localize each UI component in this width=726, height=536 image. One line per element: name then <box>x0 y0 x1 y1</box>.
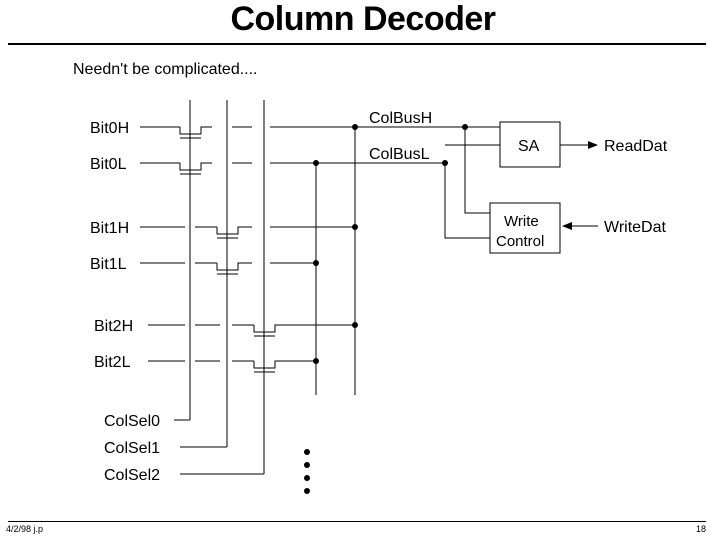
page-number: 18 <box>695 524 706 534</box>
colsel2-label: ColSel2 <box>104 467 160 484</box>
ellipsis-dot <box>304 462 310 468</box>
write-control-label-line1: Write <box>504 213 539 230</box>
junction-dot <box>313 160 319 166</box>
colsel0-label: ColSel0 <box>104 413 160 430</box>
bit1h-label: Bit1H <box>90 220 129 237</box>
colbush-label: ColBusH <box>369 110 432 127</box>
bit2h-label: Bit2H <box>94 318 133 335</box>
subtitle: Needn't be complicated.... <box>73 61 258 78</box>
write-control-box <box>489 202 561 254</box>
junction-dot <box>313 260 319 266</box>
ellipsis-dot <box>304 488 310 494</box>
writedat-arrow-icon <box>562 222 572 230</box>
junction-dot <box>352 224 358 230</box>
bit0h-label: Bit0H <box>90 120 129 137</box>
page-title: Column Decoder <box>230 0 496 38</box>
write-control-label-line2: Control <box>496 233 544 250</box>
sa-label: SA <box>518 138 540 155</box>
junction-dot <box>313 358 319 364</box>
readdat-arrow-icon <box>588 141 598 149</box>
ellipsis-dot <box>304 449 310 455</box>
ellipsis-dot <box>304 475 310 481</box>
bit1l-label: Bit1L <box>90 256 127 273</box>
colbusl-label: ColBusL <box>369 146 430 163</box>
junction-dot <box>462 124 468 130</box>
junction-dot <box>442 160 448 166</box>
readdat-label: ReadDat <box>604 138 668 155</box>
bit2l-label: Bit2L <box>94 354 131 371</box>
bit0l-label: Bit0L <box>90 156 127 173</box>
title-divider <box>8 43 706 45</box>
junction-dot <box>352 322 358 328</box>
footer-divider <box>8 521 706 522</box>
junction-dot <box>352 124 358 130</box>
writedat-label: WriteDat <box>604 219 666 236</box>
colsel1-label: ColSel1 <box>104 440 160 457</box>
footer-date: 4/2/98 j.p <box>6 524 44 534</box>
